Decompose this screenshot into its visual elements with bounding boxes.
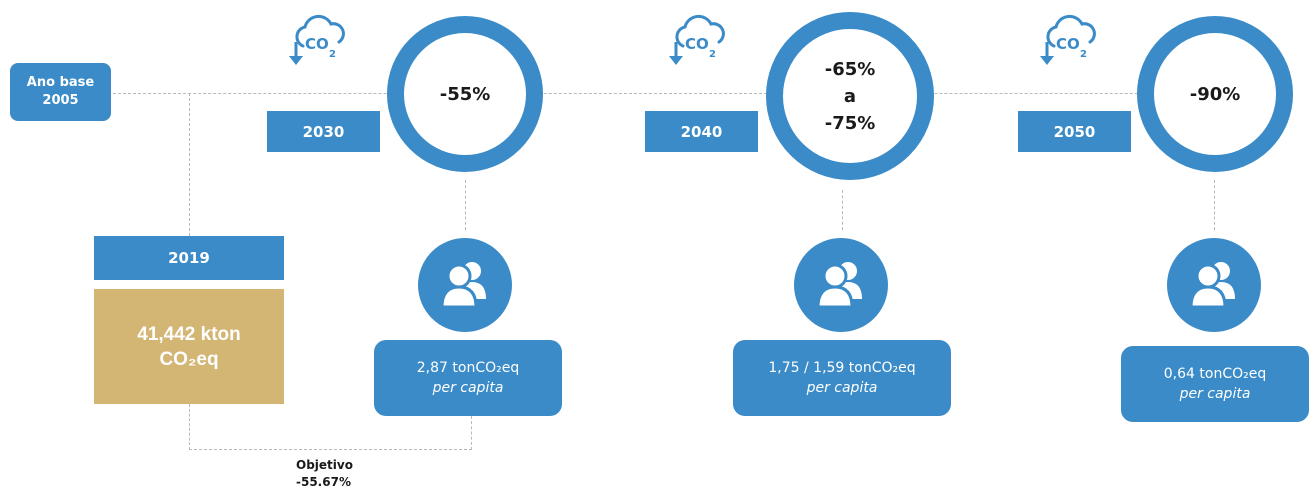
milestone-2040-per-capita-label: per capita: [806, 380, 878, 396]
connector-2040-stem: [842, 190, 843, 230]
people-icon: [418, 238, 512, 332]
svg-text:2: 2: [329, 49, 336, 60]
milestone-2040-reduction-low: -75%: [824, 112, 876, 134]
co2-reduction-icon: CO 2: [289, 14, 345, 65]
objective-label: Objetivo: [296, 458, 353, 472]
svg-text:2: 2: [1080, 49, 1087, 60]
milestone-2030-reduction: -55%: [439, 83, 491, 105]
connector-2019: [189, 93, 190, 236]
milestone-2050-per-capita-box: 0,64 tonCO₂eq per capita: [1121, 346, 1309, 422]
people-icon: [1167, 238, 1261, 332]
milestone-2030-reduction-ring: -55%: [387, 16, 543, 172]
milestone-2050-per-capita-value: 0,64 tonCO₂eq: [1163, 366, 1267, 382]
base-year-value: 2005: [42, 93, 79, 108]
milestone-2040-per-capita-value: 1,75 / 1,59 tonCO₂eq: [768, 360, 916, 376]
milestone-2040-year: 2040: [680, 122, 723, 141]
milestone-2030-per-capita-box: 2,87 tonCO₂eq per capita: [374, 340, 562, 416]
svg-text:CO: CO: [305, 35, 329, 53]
milestone-2040-reduction-connector: a: [843, 85, 857, 107]
milestone-2050-reduction: -90%: [1189, 83, 1241, 105]
milestone-2050-per-capita-label: per capita: [1179, 386, 1251, 402]
connector-objective-left: [189, 404, 190, 450]
people-icon: [794, 238, 888, 332]
base-year-box: Ano base 2005: [10, 63, 111, 121]
svg-text:CO: CO: [685, 35, 709, 53]
people-icon-glyph: [1189, 262, 1235, 309]
baseline-year: 2019: [168, 249, 210, 267]
milestone-2040-year-box: 2040: [645, 111, 758, 152]
svg-text:CO: CO: [1056, 35, 1080, 53]
baseline-emissions-value: 41,442 kton: [137, 323, 241, 345]
milestone-2050-year: 2050: [1053, 122, 1096, 141]
connector-objective-right: [471, 416, 472, 450]
milestone-2030-per-capita-label: per capita: [432, 380, 504, 396]
baseline-emissions-unit: CO₂eq: [159, 348, 219, 370]
milestone-2040-reduction-high: -65%: [824, 58, 876, 80]
connector-objective-bottom: [189, 449, 472, 450]
base-year-label: Ano base: [26, 75, 95, 90]
baseline-year-box: 2019: [94, 236, 284, 280]
connector-2030-stem: [465, 180, 466, 230]
milestone-2050-reduction-ring: -90%: [1137, 16, 1293, 172]
milestone-2030-year-box: 2030: [267, 111, 380, 152]
baseline-emissions-box: 41,442 kton CO₂eq: [94, 289, 284, 404]
milestone-2040-per-capita-box: 1,75 / 1,59 tonCO₂eq per capita: [733, 340, 951, 416]
connector-2050-stem: [1214, 180, 1215, 230]
people-icon-glyph: [440, 262, 486, 309]
milestone-2050-year-box: 2050: [1018, 111, 1131, 152]
timeline-line: [108, 93, 1268, 94]
co2-reduction-icon: CO 2: [1040, 14, 1096, 65]
svg-text:2: 2: [709, 49, 716, 60]
people-icon-glyph: [816, 262, 862, 309]
co2-reduction-icon: CO 2: [669, 14, 725, 65]
milestone-2040-reduction-ring: -65% a -75%: [766, 12, 934, 180]
milestone-2030-year: 2030: [302, 122, 345, 141]
milestone-2030-per-capita-value: 2,87 tonCO₂eq: [416, 360, 520, 376]
objective-value: -55.67%: [296, 475, 351, 489]
objective-note: Objetivo -55.67%: [296, 457, 353, 491]
